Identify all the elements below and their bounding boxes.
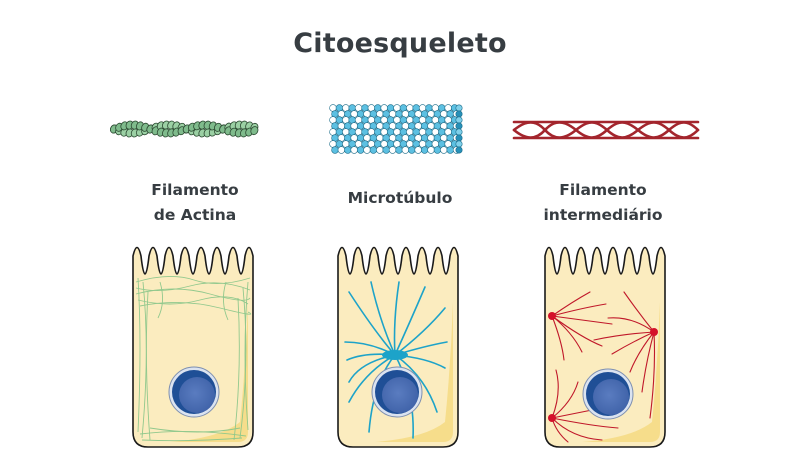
desmosome xyxy=(548,312,556,320)
label-intermediate-filament: Filamento intermediário xyxy=(518,178,688,228)
label-line: de Actina xyxy=(153,206,237,224)
actin-filament-icon xyxy=(110,120,259,138)
label-microtubule: Microtúbulo xyxy=(315,186,485,211)
cell-intermediate-filament xyxy=(544,246,666,448)
microtubule-icon xyxy=(329,104,463,154)
label-actin-filament: Filamento de Actina xyxy=(110,178,280,228)
label-line: intermediário xyxy=(543,206,663,224)
page-title: Citoesqueleto xyxy=(293,28,507,59)
nucleus xyxy=(371,366,423,418)
nucleus xyxy=(168,366,220,418)
actin-network xyxy=(135,276,252,442)
cell-actin xyxy=(132,246,254,448)
centrosome xyxy=(382,350,408,360)
label-line: Filamento xyxy=(151,181,239,199)
label-line: Microtúbulo xyxy=(347,189,453,207)
intermediate-filament-icon xyxy=(512,120,700,140)
desmosome xyxy=(650,328,658,336)
label-line: Filamento xyxy=(559,181,647,199)
intermediate-filament-network xyxy=(551,291,656,443)
cell-microtubule xyxy=(337,246,459,448)
desmosome xyxy=(548,414,556,422)
nucleus xyxy=(582,368,634,420)
